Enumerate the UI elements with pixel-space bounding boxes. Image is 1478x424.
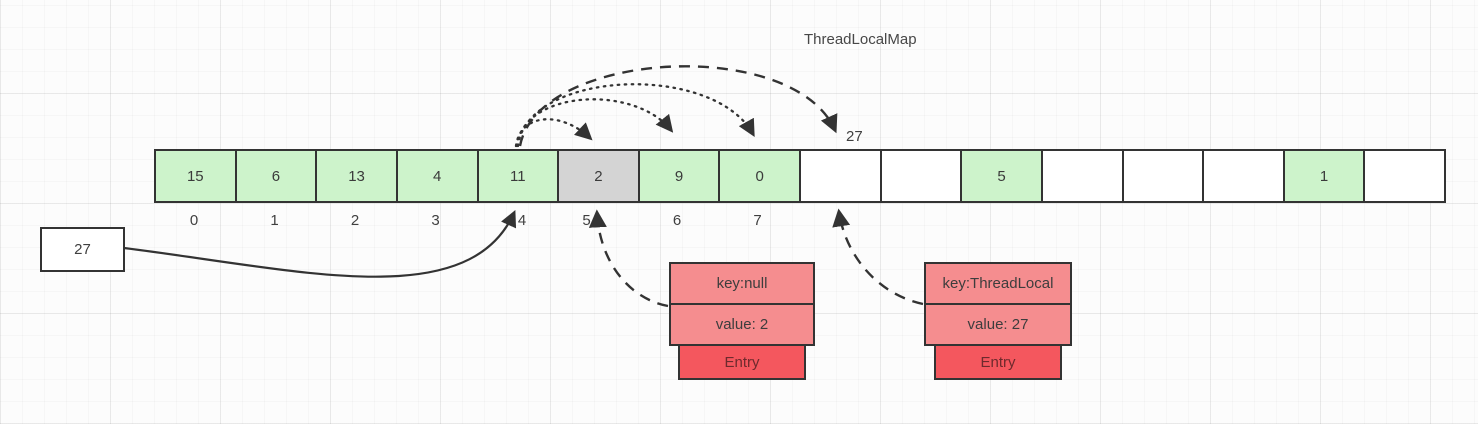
array-cell-14: 1: [1284, 151, 1366, 201]
probe-value-label: 27: [846, 128, 863, 145]
array-cell-7: 0: [720, 151, 801, 201]
array-cell-0: 15: [156, 151, 237, 201]
entry-card-null: key:null value: 2 Entry: [669, 262, 815, 380]
array-cell-8: [801, 151, 882, 201]
probe-arc-to-5: [514, 118, 593, 148]
index-label-6: 6: [672, 212, 682, 229]
diagram-title: ThreadLocalMap: [804, 31, 917, 48]
entry-key: key:null: [669, 262, 815, 305]
index-label-4: 4: [517, 212, 527, 229]
array-cell-11: [1042, 151, 1124, 201]
entry-card-threadlocal: key:ThreadLocal value: 27 Entry: [924, 262, 1072, 380]
index-label-0: 0: [189, 212, 199, 229]
array-cell-13: [1204, 151, 1285, 201]
entry-tab: Entry: [678, 344, 806, 380]
probe-arc-to-7: [516, 83, 755, 148]
array-cell-9: [881, 151, 963, 201]
array-cell-6: 9: [639, 151, 721, 201]
entry-key: key:ThreadLocal: [924, 262, 1072, 305]
array-cell-12: [1123, 151, 1205, 201]
probe-arc-to-8: [518, 65, 838, 147]
array-cell-2: 13: [317, 151, 398, 201]
probe-arc-to-6: [515, 98, 674, 148]
entry-tab: Entry: [934, 344, 1062, 380]
array-cell-4: 11: [478, 151, 560, 201]
index-label-2: 2: [350, 212, 360, 229]
entry-threadlocal-arrow: [832, 208, 924, 306]
index-label-7: 7: [753, 212, 762, 229]
array-cell-1: 6: [236, 151, 318, 201]
value-box: 27: [40, 227, 125, 272]
array-cell-3: 4: [397, 151, 479, 201]
array-cell-15: [1365, 151, 1444, 201]
array-cell-5: 2: [559, 151, 640, 201]
array-cell-10: 5: [962, 151, 1043, 201]
index-label-5: 5: [582, 212, 591, 229]
index-label-3: 3: [431, 212, 440, 229]
entry-value: value: 2: [669, 303, 815, 346]
index-label-1: 1: [270, 212, 279, 229]
value-box-label: 27: [74, 241, 91, 258]
entry-value: value: 27: [924, 303, 1072, 346]
